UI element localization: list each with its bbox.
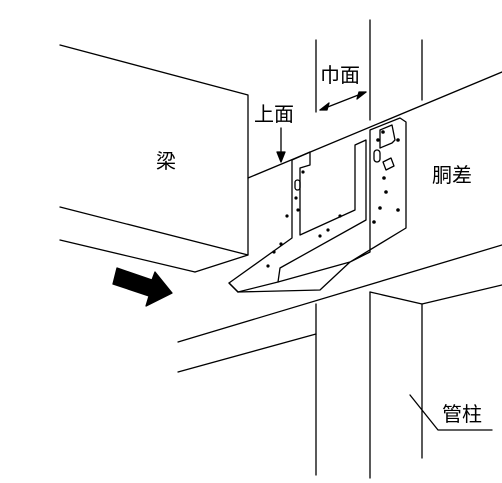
column-lines xyxy=(315,19,423,121)
width-dimension xyxy=(319,91,367,111)
nail-hole xyxy=(382,176,386,180)
label-beam: 梁 xyxy=(156,149,176,173)
nail-hole xyxy=(396,138,400,142)
width-arrow-left xyxy=(319,102,330,111)
label-girth: 胴差 xyxy=(432,163,472,187)
label-tube-column: 管柱 xyxy=(442,402,482,426)
girth-bottom-edge-lower xyxy=(177,333,317,373)
bracket-lip xyxy=(228,282,239,293)
beam-bottom-edge xyxy=(194,254,249,273)
nail-hole xyxy=(272,250,276,254)
beam-outline xyxy=(59,44,249,256)
nail-hole xyxy=(338,214,342,218)
bracket-outline xyxy=(228,117,407,293)
bracket-slot-left xyxy=(294,179,301,191)
nail-hole xyxy=(279,242,283,246)
bracket-front-edge xyxy=(237,281,279,293)
girth-top-edge xyxy=(247,71,502,179)
nail-hole xyxy=(296,208,300,212)
insert-direction-arrow xyxy=(112,267,173,307)
nail-hole xyxy=(372,220,376,224)
hanger-bracket xyxy=(228,117,407,293)
nail-hole xyxy=(378,206,382,210)
bracket-slot-top xyxy=(373,149,381,163)
nail-hole xyxy=(384,190,388,194)
nail-hole xyxy=(376,138,380,142)
beam xyxy=(59,44,249,273)
bracket-hinge-plate xyxy=(379,124,396,149)
nail-hole xyxy=(266,264,270,268)
nail-hole xyxy=(294,196,298,200)
top-face-leader-head xyxy=(276,151,286,163)
column-top-edge xyxy=(369,291,423,305)
nail-holes xyxy=(266,130,400,268)
girth-lower xyxy=(177,244,502,479)
width-arrow-right xyxy=(356,91,367,100)
nail-hole xyxy=(326,228,330,232)
column-leader-line xyxy=(409,394,493,431)
beam-underside-edge xyxy=(59,239,196,273)
girth-bottom-edge-upper xyxy=(177,244,502,343)
label-top-face: 上面 xyxy=(254,102,294,126)
top-face-leader xyxy=(276,127,286,163)
nail-hole xyxy=(396,208,400,212)
nail-hole xyxy=(318,234,322,238)
nail-hole xyxy=(301,170,305,174)
nail-hole xyxy=(285,214,289,218)
girth-column-join xyxy=(421,284,502,305)
nail-hole xyxy=(381,130,385,134)
label-width-face: 巾面 xyxy=(320,63,360,87)
bracket-nut xyxy=(382,157,395,171)
